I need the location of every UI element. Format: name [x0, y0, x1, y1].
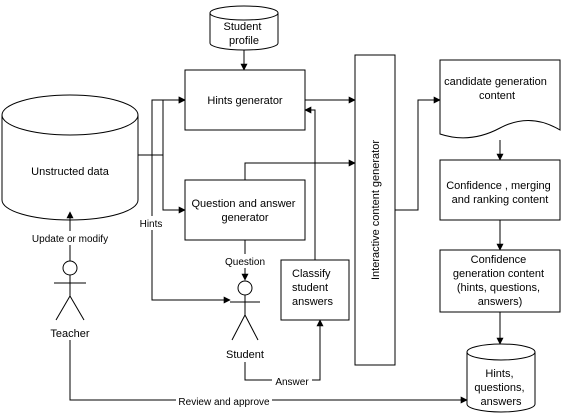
- hints-questions-answers-db[interactable]: Hints, questions, answers: [466, 343, 536, 413]
- interactive-content-generator-box[interactable]: Interactive content generator: [354, 54, 396, 366]
- confidence-merging-box[interactable]: Confidence , merging and ranking content: [439, 159, 561, 221]
- candidate-content-label: candidate generation content: [444, 76, 550, 102]
- edge-label-hints: Hints: [140, 219, 163, 230]
- hints-questions-answers-label: Hints, questions, answers: [474, 368, 527, 408]
- edge-data-to-qa: [162, 155, 186, 214]
- hints-generator-box[interactable]: Hints generator: [184, 69, 306, 131]
- teacher-label: Teacher: [50, 328, 89, 340]
- student-profile-label: Student profile: [224, 21, 265, 47]
- classify-answers-label: Classify student answers: [292, 268, 334, 308]
- teacher-actor[interactable]: Teacher: [50, 260, 90, 340]
- candidate-content-doc[interactable]: candidate generation content: [439, 59, 561, 139]
- edge-review-to-db: [69, 340, 468, 404]
- qa-generator-label: Question and answer generator: [191, 198, 298, 224]
- confidence-generation-label: Confidence generation content (hints, qu…: [453, 254, 547, 308]
- edge-label-update: Update or modify: [32, 234, 108, 245]
- edge-interactive-to-candidate: [395, 96, 441, 211]
- edge-qa-to-interactive: [244, 159, 356, 180]
- edge-label-question: Question: [225, 257, 265, 268]
- edge-data-to-hints: [162, 96, 186, 155]
- confidence-merging-label: Confidence , merging and ranking content: [446, 180, 554, 206]
- hints-generator-label: Hints generator: [207, 95, 283, 107]
- edge-hints-to-student: [151, 155, 231, 304]
- student-profile-db[interactable]: Student profile: [209, 5, 279, 51]
- edge-hints-path: [151, 96, 186, 155]
- qa-generator-box[interactable]: Question and answer generator: [184, 179, 306, 241]
- interactive-content-generator-label: Interactive content generator: [370, 140, 382, 280]
- edge-label-review: Review and approve: [178, 397, 270, 408]
- unstructured-data-label: Unstructed data: [31, 166, 110, 178]
- edge-label-answer: Answer: [275, 377, 309, 388]
- student-actor[interactable]: Student: [226, 280, 264, 361]
- student-label: Student: [226, 349, 264, 361]
- confidence-generation-box[interactable]: Confidence generation content (hints, qu…: [439, 249, 561, 313]
- classify-answers-box[interactable]: Classify student answers: [280, 259, 350, 321]
- edge-classify-to-hints: [304, 106, 316, 260]
- unstructured-data-db[interactable]: Unstructed data: [1, 94, 139, 221]
